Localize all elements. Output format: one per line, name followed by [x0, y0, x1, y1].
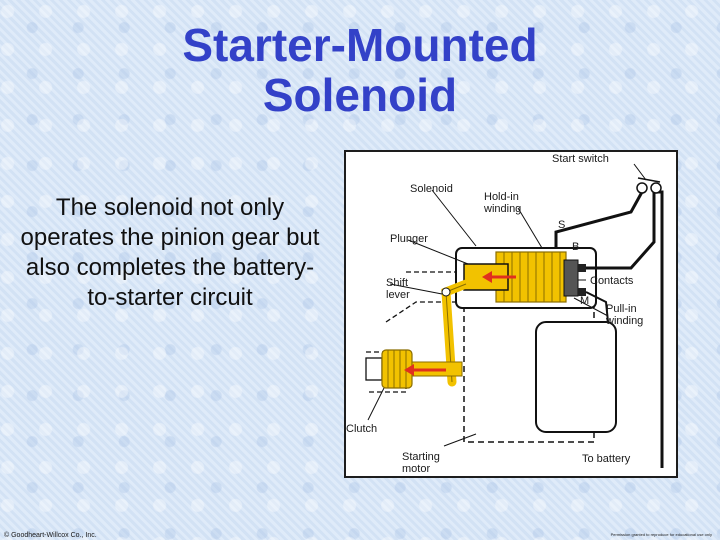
label-clutch: Clutch: [346, 423, 377, 435]
label-terminal-b: B: [572, 241, 579, 253]
label-shift-lever-line1: Shift: [386, 277, 408, 289]
label-contacts: Contacts: [590, 275, 634, 287]
label-pull-in-winding-line2: winding: [605, 315, 643, 327]
pinion-gear: [365, 357, 383, 381]
clutch-arrowhead: [404, 364, 414, 376]
start-switch-blade: [637, 177, 661, 183]
label-starting-motor-line2: motor: [402, 463, 430, 475]
motor-end-cap: [535, 321, 617, 433]
terminal-m-stud: [578, 288, 586, 296]
label-terminal-s: S: [558, 219, 565, 231]
start-switch-contact-left: [636, 182, 648, 194]
battery-feed-wire: [586, 192, 656, 270]
start-switch-contact-right: [650, 182, 662, 194]
contact-disc: [563, 259, 579, 297]
start-switch-wire: [554, 191, 644, 248]
label-hold-in-winding-line1: Hold-in: [484, 191, 519, 203]
slide-title: Starter-Mounted Solenoid: [182, 19, 538, 121]
label-start-switch: Start switch: [552, 153, 609, 165]
plunger-arrowhead: [482, 271, 492, 283]
label-terminal-m: M: [580, 295, 589, 307]
permission-notice: Permission granted to reproduce for educ…: [610, 532, 712, 537]
terminal-b-stud: [578, 264, 586, 272]
leader-lines: [367, 163, 647, 447]
label-plunger: Plunger: [390, 233, 428, 245]
slide-body-text: The solenoid not only operates the pinio…: [20, 194, 320, 311]
shift-lever-pivot: [441, 287, 451, 297]
label-to-battery: To battery: [582, 453, 631, 465]
label-shift-lever-line2: lever: [386, 289, 410, 301]
label-starting-motor-line1: Starting: [402, 451, 440, 463]
label-hold-in-winding-line2: winding: [483, 203, 521, 215]
copyright-notice: © Goodheart-Willcox Co., Inc.: [4, 532, 97, 539]
solenoid-diagram: Start switch Solenoid Hold-in winding S …: [344, 150, 678, 478]
label-pull-in-winding-line1: Pull-in: [606, 303, 637, 315]
label-solenoid: Solenoid: [410, 183, 453, 195]
solenoid-diagram-svg: Start switch Solenoid Hold-in winding S …: [346, 153, 664, 475]
